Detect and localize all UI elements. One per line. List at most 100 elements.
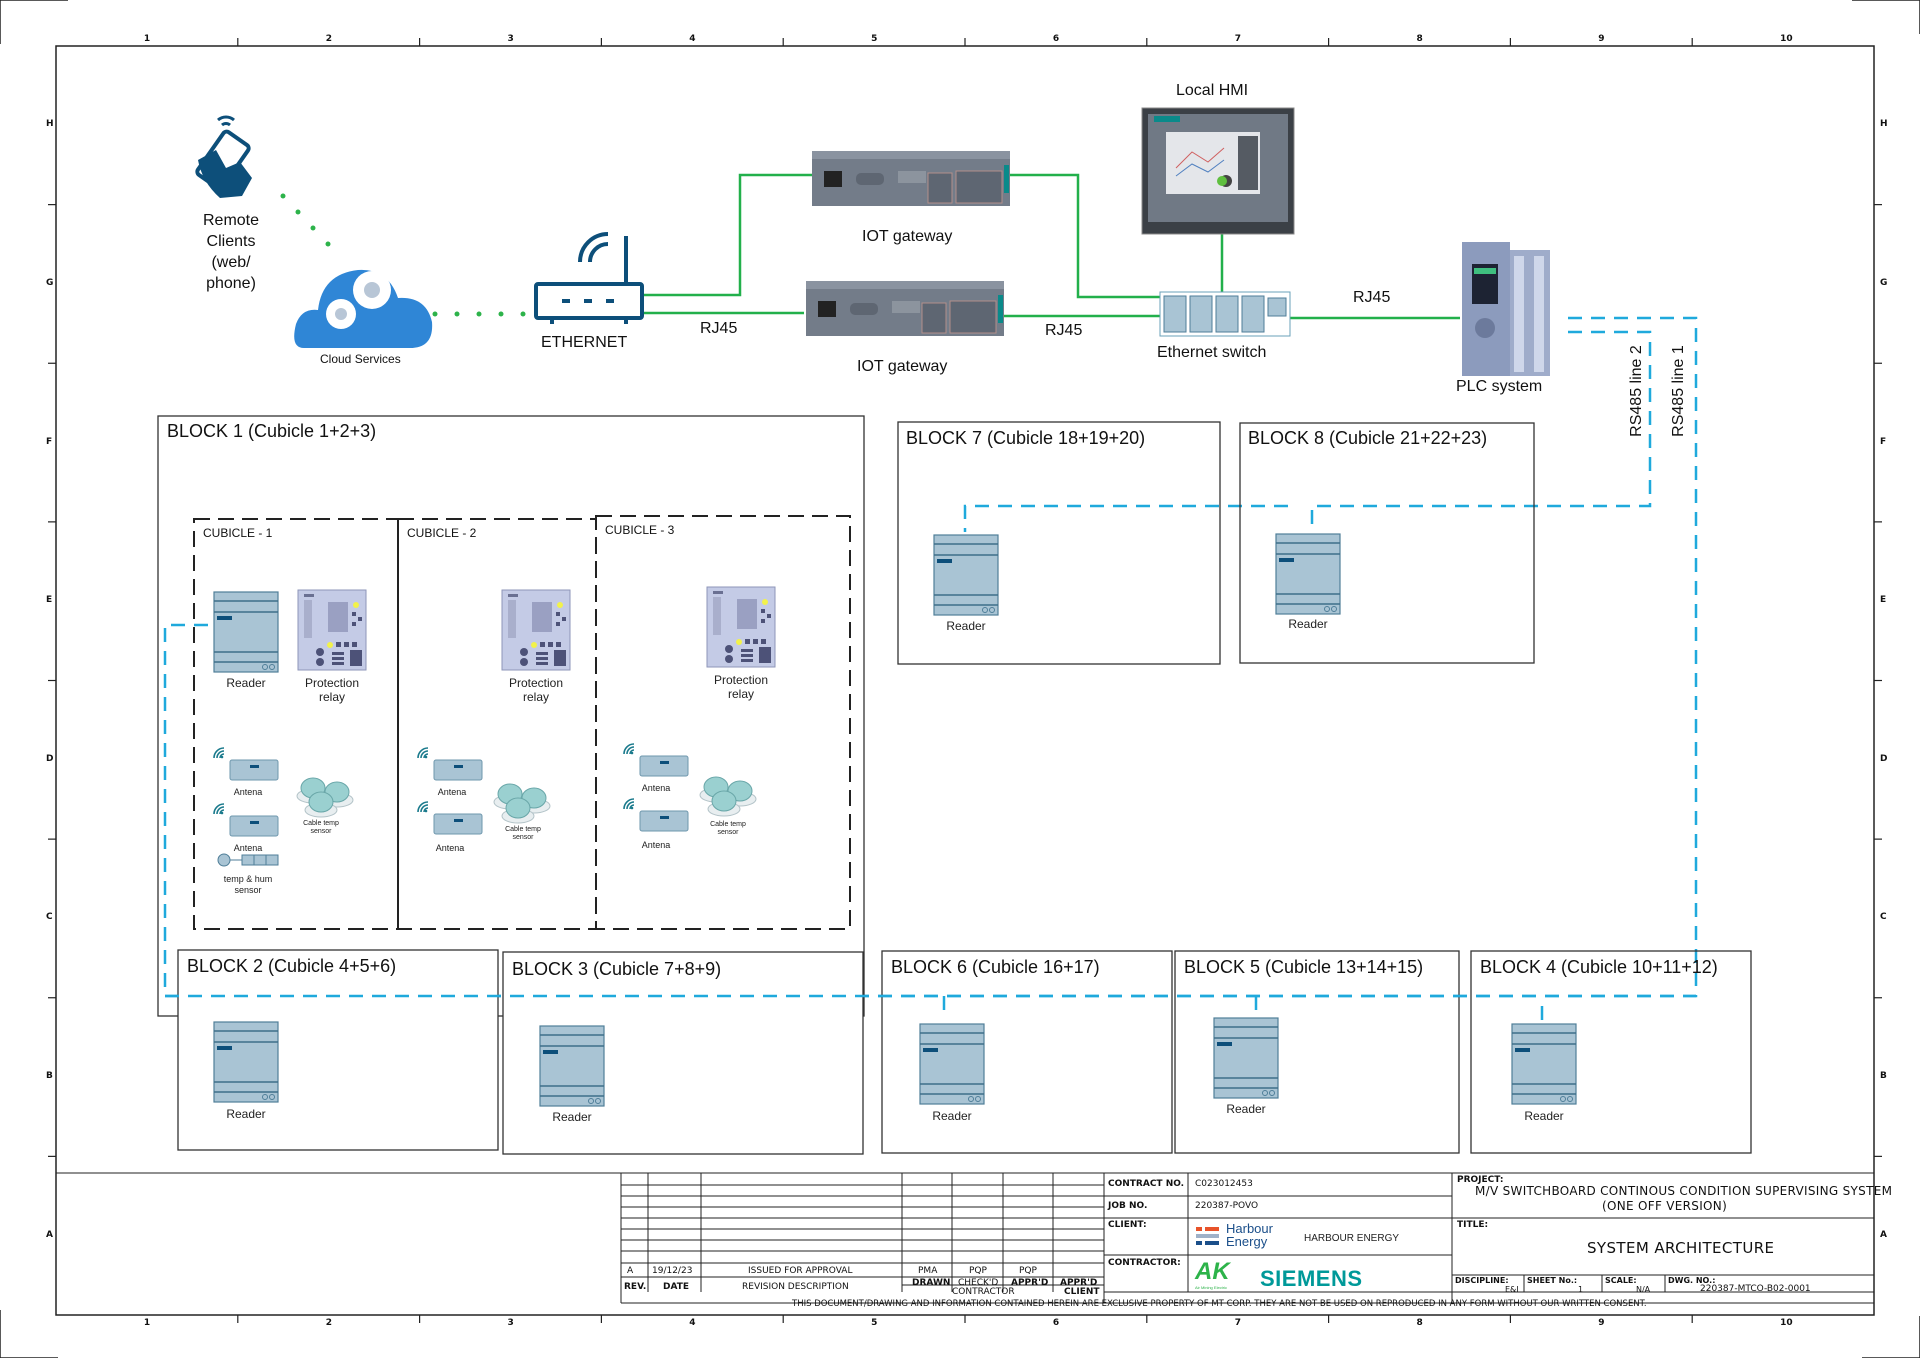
rs485-line2-b7 [963, 504, 1288, 532]
reader-icon-block5 [1213, 1017, 1279, 1099]
project-line2: (ONE OFF VERSION) [1602, 1199, 1728, 1213]
reader-label: Reader [226, 676, 266, 690]
contractor-label: CONTRACTOR: [1108, 1258, 1181, 1268]
block5-title: BLOCK 5 (Cubicle 13+14+15) [1184, 957, 1424, 977]
antenna-icon [213, 747, 279, 781]
job-no-label: JOB NO. [1108, 1201, 1148, 1211]
cable-temp-sensor-icon [493, 783, 551, 824]
gateway-top-label: IOT gateway [862, 228, 953, 245]
relay-label: Protection relay [304, 676, 360, 704]
cubicle1-title: CUBICLE - 1 [203, 526, 273, 540]
zone-column-label: 1 [143, 34, 151, 44]
rj45-left-label: RJ45 [700, 320, 738, 337]
cubicle1-frame [193, 518, 399, 930]
reader-label: Reader [552, 1110, 592, 1124]
zone-row-label: A [1880, 1229, 1887, 1240]
contract-no: C023012453 [1195, 1179, 1253, 1189]
title-block-grid [56, 1172, 1874, 1304]
antenna-icon [417, 801, 483, 835]
zone-ticks [48, 38, 1882, 1323]
relay-icon-cubicle3 [706, 586, 776, 668]
zone-column-label: 7 [1234, 34, 1241, 44]
contract-no-label: CONTRACT NO. [1108, 1179, 1185, 1189]
hdr-client-approved: APPR'D [1060, 1278, 1098, 1288]
hdr-approved: APPR'D [1011, 1278, 1049, 1288]
router-label: ETHERNET [541, 334, 628, 351]
cloud-services-label: Cloud Services [320, 352, 401, 366]
cubicle3-title: CUBICLE - 3 [605, 523, 675, 537]
antenna-label: Antena [233, 843, 263, 853]
remote-client-phone-icon [195, 115, 252, 198]
sheet-label: SHEET No.: [1527, 1276, 1578, 1285]
hmi-panel-icon [1141, 107, 1295, 235]
relay-icon-cubicle2 [501, 589, 571, 671]
zone-row-label: F [1880, 436, 1887, 447]
zone-row-label: E [46, 595, 53, 606]
rev-description: ISSUED FOR APPROVAL [748, 1266, 853, 1276]
dwg-no: 220387-MTCO-B02-0001 [1700, 1284, 1811, 1294]
remote-clients-line: Clients [206, 233, 256, 250]
rs485-line2 [1310, 330, 1652, 532]
reader-icon-block3 [539, 1025, 605, 1107]
switch-label: Ethernet switch [1157, 344, 1267, 361]
zone-column-label: 2 [325, 34, 332, 44]
block8-title: BLOCK 8 (Cubicle 21+22+23) [1248, 428, 1488, 448]
antenna-label: Antena [641, 783, 671, 793]
cubicle3-frame [595, 515, 851, 930]
remote-clients-line: Remote [202, 212, 260, 229]
block7-title: BLOCK 7 (Cubicle 18+19+20) [906, 428, 1146, 448]
zone-column-label: 10 [1780, 34, 1793, 44]
rev-value: A [627, 1266, 634, 1276]
discipline: E&I [1505, 1285, 1519, 1294]
antenna-label: Antena [233, 787, 263, 797]
discipline-label: DISCIPLINE: [1455, 1276, 1509, 1285]
cubicle2-title: CUBICLE - 2 [407, 526, 477, 540]
harbour-energy-logo [1196, 1227, 1219, 1245]
cubicle2-frame [397, 518, 597, 930]
rs485-line2-label: RS485 line 2 [1628, 345, 1645, 437]
zone-column-label: 5 [871, 34, 878, 44]
reader-label: Reader [946, 619, 986, 633]
zone-column-label: 5 [871, 1318, 878, 1328]
rev-date: 19/12/23 [652, 1266, 693, 1276]
hdr-client: CLIENT [1064, 1287, 1100, 1297]
zone-row-label: G [46, 277, 54, 288]
cable-temp-sensor-icon [296, 777, 354, 818]
router-icon [534, 232, 644, 324]
corner-mark [1852, 0, 1920, 34]
antenna-label: Antena [437, 787, 467, 797]
reader-icon-block2 [213, 1021, 279, 1103]
temp-hum-sensor-icon [217, 853, 279, 867]
zone-column-label: 6 [1052, 34, 1060, 44]
client-label: CLIENT: [1108, 1220, 1147, 1230]
zone-column-label: 4 [689, 1318, 696, 1328]
block4-frame [1470, 950, 1752, 1154]
hdr-drawn: DRAWN [912, 1278, 951, 1288]
zone-row-label: C [1880, 912, 1887, 923]
cloud-services-icon [294, 269, 433, 348]
ethernet-switch-icon [1159, 291, 1291, 337]
antenna-label: Antena [641, 840, 671, 850]
remote-clients-line: (web/ [211, 254, 251, 271]
rs485-line1 [163, 316, 1698, 998]
antenna-icon [623, 798, 689, 832]
th-sensor-label: temp & hum sensor [223, 874, 273, 895]
rs485-line1-label: RS485 line 1 [1670, 345, 1687, 437]
project-line1: M/V SWITCHBOARD CONTINOUS CONDITION SUPE… [1475, 1184, 1893, 1198]
reader-label: Reader [226, 1107, 266, 1121]
zone-row-label: H [1880, 119, 1888, 130]
reader-label: Reader [1288, 617, 1328, 631]
reader-label: Reader [1524, 1109, 1564, 1123]
zone-row-label: G [1880, 277, 1888, 288]
rev-checked: PQP [969, 1266, 987, 1276]
antenna-icon [417, 747, 483, 781]
cable-sensor-label: Cable temp sensor [505, 826, 541, 841]
zone-column-label: 8 [1416, 34, 1423, 44]
zone-column-label: 10 [1780, 1318, 1793, 1328]
corner-mark [0, 1310, 58, 1358]
siemens-logo: SIEMENS [1260, 1266, 1363, 1291]
reader-label: Reader [1226, 1102, 1266, 1116]
relay-icon-cubicle1 [297, 589, 367, 671]
relay-label: Protection relay [508, 676, 564, 704]
link-router-gateway-top [640, 173, 812, 297]
